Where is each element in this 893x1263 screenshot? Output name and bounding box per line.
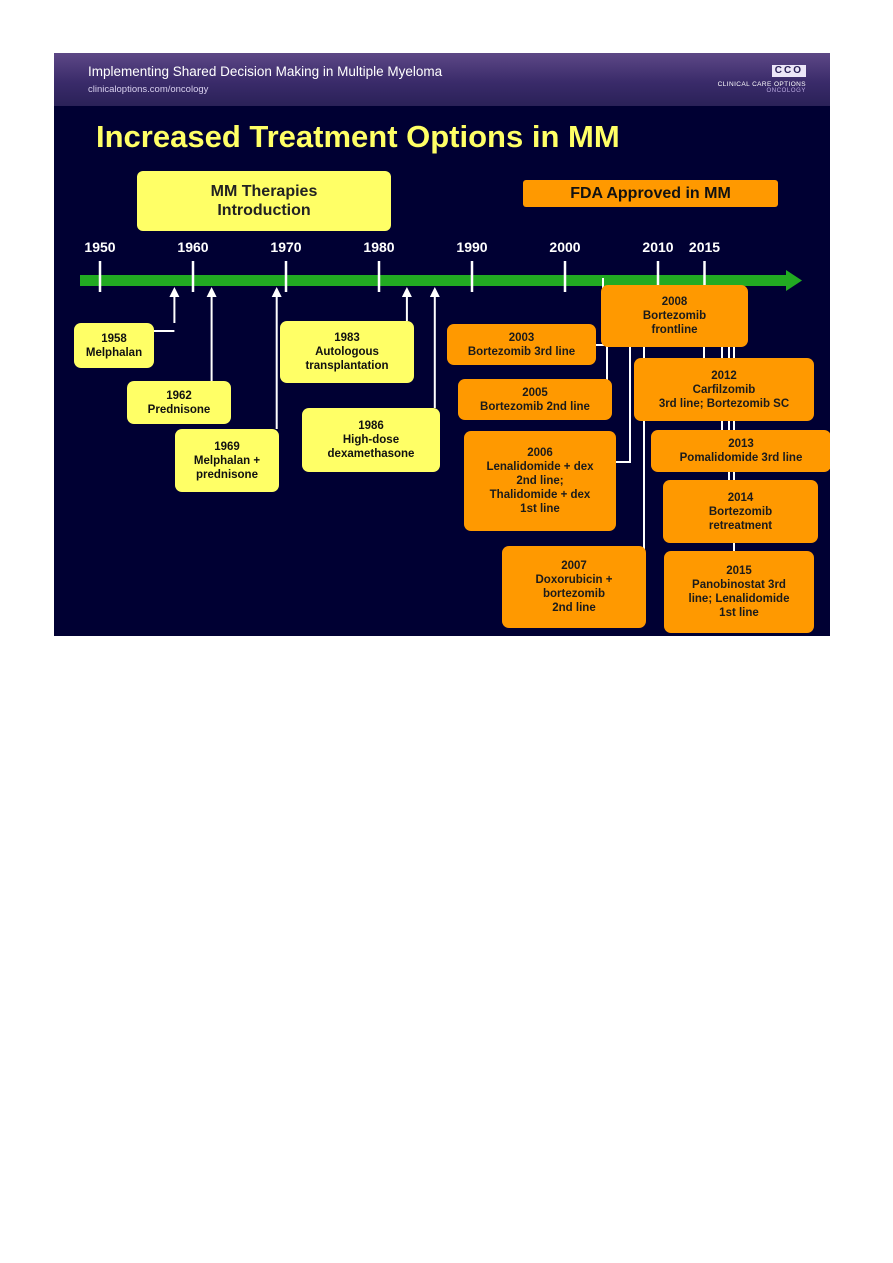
tick-label-1960: 1960: [177, 239, 208, 255]
logo-name: CLINICAL CARE OPTIONS: [717, 81, 806, 88]
slide: Implementing Shared Decision Making in M…: [54, 53, 830, 636]
slide-title: Increased Treatment Options in MM: [96, 119, 620, 154]
cco-logo: CCO CLINICAL CARE OPTIONS ONCOLOGY: [718, 60, 806, 94]
fda-box-2013: 2013 Pomalidomide 3rd line: [651, 430, 830, 472]
therapy-box-1969: 1969 Melphalan + prednisone: [175, 429, 279, 492]
header-url: clinicaloptions.com/oncology: [88, 84, 209, 95]
therapy-box-1962: 1962 Prednisone: [127, 381, 231, 424]
fda-box-2015: 2015 Panobinostat 3rd line; Lenalidomide…: [664, 551, 814, 633]
fda-box-2007: 2007 Doxorubicin + bortezomib 2nd line: [502, 546, 646, 628]
fda-box-2005: 2005 Bortezomib 2nd line: [458, 379, 612, 420]
logo-sub: ONCOLOGY: [766, 88, 806, 94]
therapy-box-1986: 1986 High-dose dexamethasone: [302, 408, 440, 472]
tick-label-1980: 1980: [363, 239, 394, 255]
tick-label-2010: 2010: [642, 239, 673, 255]
fda-box-2014: 2014 Bortezomib retreatment: [663, 480, 818, 543]
tick-label-2000: 2000: [549, 239, 580, 255]
tick-label-1990: 1990: [456, 239, 487, 255]
tick-label-1950: 1950: [84, 239, 115, 255]
connector-a2006: [616, 291, 631, 463]
therapy-box-1983: 1983 Autologous transplantation: [280, 321, 414, 383]
slide-header: Implementing Shared Decision Making in M…: [54, 53, 830, 106]
tick-label-1970: 1970: [270, 239, 301, 255]
legend-fda-approved: FDA Approved in MM: [523, 180, 778, 207]
fda-box-2006: 2006 Lenalidomide + dex 2nd line; Thalid…: [464, 431, 616, 531]
tick-label-2015: 2015: [689, 239, 720, 255]
legend-therapies: MM Therapies Introduction: [137, 171, 391, 231]
fda-box-2008: 2008 Bortezomib frontline: [601, 285, 748, 347]
therapy-box-1958: 1958 Melphalan: [74, 323, 154, 368]
header-title: Implementing Shared Decision Making in M…: [88, 64, 443, 79]
timeline-bar: [80, 275, 786, 286]
timeline-arrowhead: [786, 270, 802, 291]
fda-box-2003: 2003 Bortezomib 3rd line: [447, 324, 596, 365]
logo-mark: CCO: [771, 65, 806, 77]
fda-box-2012: 2012 Carfilzomib 3rd line; Bortezomib SC: [634, 358, 814, 421]
